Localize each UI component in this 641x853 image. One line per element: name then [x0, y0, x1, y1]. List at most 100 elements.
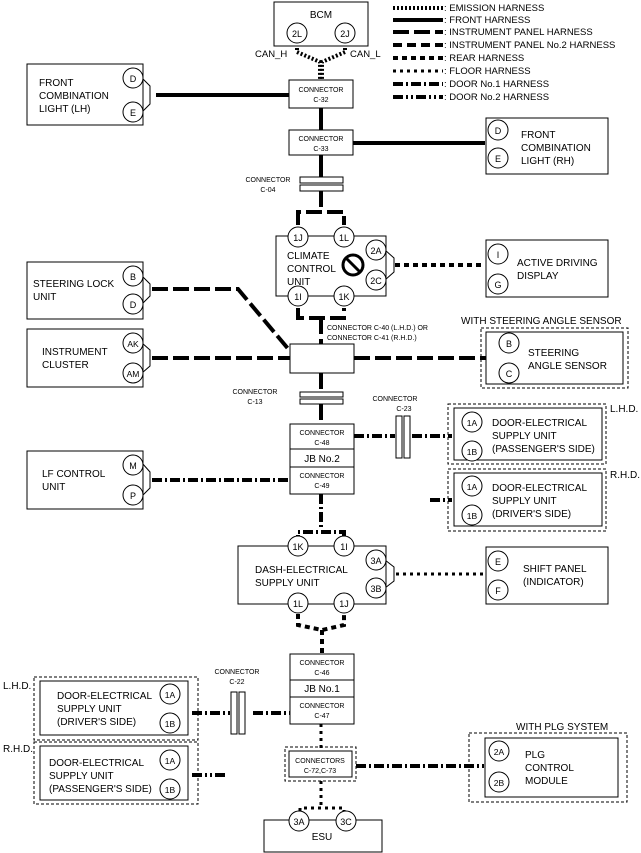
front-lh-line3: LIGHT (LH): [39, 104, 91, 115]
lf-control-unit: LF CONTROL UNIT M P: [26, 450, 144, 510]
steering-lock-unit: STEERING LOCK UNIT B D: [26, 261, 144, 320]
front-rh-pin-d-label: D: [495, 126, 502, 136]
dash-electrical-supply-unit: DASH-ELECTRICAL SUPPLY UNIT 1K 1I 3A 3B …: [237, 535, 387, 614]
wire-bcm-2j: [320, 44, 347, 80]
connector-c13-line1: CONNECTOR: [233, 389, 278, 396]
connector-c22: CONNECTOR C-22: [215, 669, 259, 735]
bcm-pin-2l: [286, 22, 308, 44]
door-pass-bottom-pin-1b-label: 1B: [165, 785, 176, 795]
lf-control-line2: UNIT: [42, 482, 65, 493]
front-combination-light-lh: FRONT COMBINATION LIGHT (LH) D E: [26, 63, 144, 126]
connector-c32-line1: CONNECTOR: [299, 87, 344, 94]
door-pass-bottom-pin-1a: [159, 749, 181, 771]
lf-control-pin-p-label: P: [130, 491, 136, 501]
wire-climate-top: [296, 210, 346, 225]
connector-c32-box: [288, 79, 354, 109]
door-pass-bottom-line3: (PASSENGER'S SIDE): [49, 784, 152, 795]
can-l-label: CAN_L: [350, 49, 381, 60]
dash-box: [237, 545, 387, 605]
connector-c46-line1: CONNECTOR: [300, 660, 345, 667]
connector-c40-line1: CONNECTOR C-40 (L.H.D.) OR: [327, 325, 428, 332]
climate-pin-2c-label: 2C: [370, 276, 382, 286]
plg-control-module: PLG CONTROL MODULE 2A 2B: [484, 737, 619, 798]
wire-lf-control-fork: [141, 462, 151, 497]
connector-c13-upper: [299, 391, 344, 398]
active-display-pin-i-label: I: [497, 250, 500, 260]
instrument-cluster-pin-am-label: AM: [127, 369, 140, 379]
dash-line1: DASH-ELECTRICAL: [255, 565, 348, 576]
connector-c04: CONNECTOR C-04: [246, 176, 344, 194]
door-drv-bottom-pin-1b: [159, 712, 181, 734]
wire-climate-bottom: [296, 308, 346, 320]
climate-pin-1l-label: 1L: [339, 233, 349, 243]
dash-pin-3a-label: 3A: [370, 556, 381, 566]
door-electrical-supply-passenger-bottom: DOOR-ELECTRICAL SUPPLY UNIT (PASSENGER'S…: [39, 745, 189, 801]
lf-control-line1: LF CONTROL: [42, 469, 106, 480]
steering-angle-group-label: WITH STEERING ANGLE SENSOR: [461, 316, 622, 327]
connector-c47-line1: CONNECTOR: [300, 703, 345, 710]
front-rh-pin-e-label: E: [495, 154, 501, 164]
active-display-line1: ACTIVE DRIVING: [517, 258, 598, 269]
wire-steering-lock: [152, 287, 292, 353]
shift-panel-line1: SHIFT PANEL: [523, 564, 587, 575]
connector-c32-line2: C-32: [313, 97, 328, 104]
harness-lines: [141, 44, 499, 818]
dash-pin-3b: [365, 577, 387, 599]
climate-line3: UNIT: [287, 277, 310, 288]
connector-c48-box: [289, 423, 355, 450]
junction-block-1: CONNECTOR C-46 JB No.1 CONNECTOR C-47: [289, 653, 355, 725]
front-rh-pin-d: [487, 119, 509, 141]
connector-c40-box: [289, 343, 355, 374]
can-h-label: CAN_H: [255, 49, 287, 60]
connector-c23-line2: C-23: [396, 406, 411, 413]
steering-angle-pin-b-label: B: [506, 339, 512, 349]
connector-c40-c41: CONNECTOR C-40 (L.H.D.) OR CONNECTOR C-4…: [289, 325, 428, 374]
connector-c40-line2: CONNECTOR C-41 (R.H.D.): [327, 335, 417, 342]
lf-control-pin-m-label: M: [129, 461, 137, 471]
connector-c49-line2: C-49: [314, 483, 329, 490]
wire-dash-bottom: [296, 614, 346, 633]
plg-pin-2a: [488, 740, 510, 762]
dash-pin-1k: [287, 535, 309, 557]
wire-climate-2a-2c-fork: [384, 249, 395, 281]
connector-c47-box: [289, 696, 355, 725]
connector-c46-line2: C-46: [314, 670, 329, 677]
dash-pin-1l: [287, 592, 309, 614]
connector-c47-line2: C-47: [314, 713, 329, 720]
active-display-pin-g-label: G: [494, 280, 501, 290]
active-display-pin-i: [487, 243, 509, 265]
junction-block-2: CONNECTOR C-48 JB No.2 CONNECTOR C-49: [289, 423, 355, 495]
door-drv-top-pin-1a: [461, 475, 483, 497]
front-lh-pin-d: [122, 67, 144, 89]
steering-lock-pin-d-label: D: [130, 300, 137, 310]
steering-lock-pin-d: [122, 293, 144, 315]
dash-pin-1k-label: 1K: [292, 542, 303, 552]
connector-c04-line1: CONNECTOR: [246, 177, 291, 184]
shift-panel: SHIFT PANEL (INDICATOR) E F: [485, 546, 609, 605]
esu-pin-3c: [335, 810, 357, 832]
door-drv-bottom-pin-1b-label: 1B: [165, 719, 176, 729]
connector-c23: CONNECTOR C-23: [373, 396, 417, 459]
door-pass-bottom-line1: DOOR-ELECTRICAL: [49, 758, 144, 769]
door-pass-top-line1: DOOR-ELECTRICAL: [492, 418, 587, 429]
climate-control-unit: CLIMATE CONTROL UNIT 1J 1L 2A 2C 1I 1K: [275, 226, 387, 307]
legend-label-floor: : FLOOR HARNESS: [444, 66, 531, 77]
dash-pin-1i: [333, 535, 355, 557]
bcm-box: [273, 1, 369, 47]
steering-angle-option-frame: [480, 327, 629, 389]
plg-line3: MODULE: [525, 776, 568, 787]
legend-label-door-2: : DOOR No.2 HARNESS: [444, 92, 549, 103]
climate-pin-2a: [365, 239, 387, 261]
front-rh-line1: FRONT: [521, 130, 555, 141]
climate-pin-1i: [287, 285, 309, 307]
steering-angle-line2: ANGLE SENSOR: [528, 361, 607, 372]
dash-pin-1j-label: 1J: [339, 599, 349, 609]
door-pass-top-line3: (PASSENGER'S SIDE): [492, 444, 595, 455]
bcm-pin-2j-label: 2J: [340, 29, 350, 39]
door-drv-top-pin-1b-label: 1B: [467, 511, 478, 521]
legend-label-instrument-panel-2: : INSTRUMENT PANEL No.2 HARNESS: [444, 40, 615, 51]
bcm-module: BCM 2L 2J: [273, 1, 369, 47]
bcm-pin-2l-label: 2L: [292, 29, 302, 39]
harness-legend: : EMISSION HARNESS : FRONT HARNESS : INS…: [393, 3, 615, 103]
